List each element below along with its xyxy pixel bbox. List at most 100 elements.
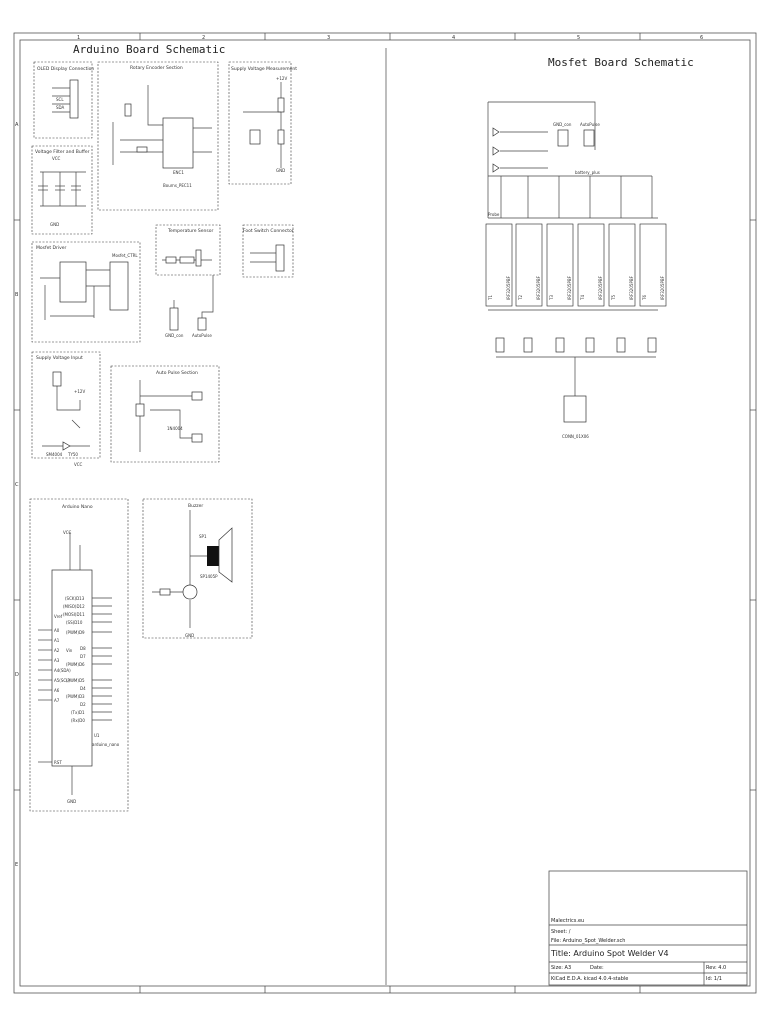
nano-pin-d11: (MOSI)D11 xyxy=(63,612,85,617)
left-gnd-con: GND_con xyxy=(165,333,184,338)
right-board-title: Mosfet Board Schematic xyxy=(548,56,694,69)
nano-pin-d13: (SCK)D13 xyxy=(65,596,85,601)
left-connectors: GND_con AutoPulse xyxy=(165,275,214,338)
nano-pin-a0: A0 xyxy=(54,628,60,633)
supply-input-12v: +12V xyxy=(74,389,85,394)
temperature-section: Temperature Sensor xyxy=(155,224,221,276)
mosfet-t6: T6 IRF3205PBF xyxy=(639,176,667,353)
mosfet-t5: T5 IRF3205PBF xyxy=(608,176,636,353)
nano-pin-a2: A2 xyxy=(54,648,60,653)
row-ticks: A B C D E xyxy=(14,122,756,868)
nano-pin-d6: (PWM)D6 xyxy=(66,662,85,667)
col-tick-4: 4 xyxy=(452,35,455,41)
title-block-kicad: KiCad E.D.A. kicad 4.0.4-stable xyxy=(551,976,628,982)
nano-title: Arduino Nano xyxy=(62,504,93,510)
foot-switch-section: Foot Switch Connector xyxy=(242,224,294,278)
conn-ctrl-label: CONN_01X06 xyxy=(562,434,589,439)
mosfet-t3-part: IRF3205PBF xyxy=(567,275,572,300)
encoder-ref: ENC1 xyxy=(173,170,184,175)
buzzer-title: Buzzer xyxy=(188,503,203,509)
mosfet-driver-title: Mosfet Driver xyxy=(36,245,67,251)
mosfet-t1-ref: T1 xyxy=(488,295,493,301)
mosfet-t1: T1 IRF3205PBF xyxy=(485,176,513,353)
nano-pin-a1: A1 xyxy=(54,638,60,643)
filter-vcc: VCC xyxy=(52,156,61,161)
mosfet-t6-part: IRF3205PBF xyxy=(660,275,665,300)
right-gnd-con: GND_con xyxy=(553,122,572,127)
auto-pulse-diode: 1N4004 xyxy=(167,426,183,431)
nano-left-pins: A0 A1 A2 A3 A4(SDA) A5(SCL) A6 A7 RST xyxy=(38,628,71,765)
temp-title: Temperature Sensor xyxy=(167,228,214,234)
row-tick-c: C xyxy=(15,482,19,488)
nano-pin-a7: A7 xyxy=(54,698,60,703)
nano-pin-d3: (PWM)D3 xyxy=(66,694,85,699)
supply-input-section: Supply Voltage Input +12V SM4004 TY50 VC… xyxy=(31,351,101,467)
column-ticks-bottom xyxy=(139,986,641,993)
nano-pin-d2: D2 xyxy=(80,702,86,707)
mosfet-ctrl-label: Mosfet_CTRL xyxy=(112,253,138,258)
col-tick-3: 3 xyxy=(327,35,330,41)
title-block-company: Malectrics.eu xyxy=(551,918,584,924)
battery-plus-label: battery_plus xyxy=(575,170,600,175)
column-ticks-top: 1 2 3 4 5 6 xyxy=(77,33,703,41)
mosfet-t5-part: IRF3205PBF xyxy=(629,275,634,300)
nano-pin-d1: (Tx)D1 xyxy=(71,710,85,715)
nano-vin: Vin xyxy=(66,648,73,653)
svg-text:SDA: SDA xyxy=(56,105,65,110)
col-tick-2: 2 xyxy=(202,35,205,41)
row-tick-d: D xyxy=(15,672,19,678)
nano-vcc: VCC xyxy=(63,530,72,535)
mosfet-t6-ref: T6 xyxy=(642,295,647,301)
mosfet-t3: T3 IRF3205PBF xyxy=(546,176,574,353)
rotary-section: Rotary Encoder Section ENC1 Bourns_PEC11 xyxy=(97,61,219,211)
supply-meas-title: Supply Voltage Measurement xyxy=(231,66,297,72)
mosfet-t4-ref: T4 xyxy=(580,295,585,301)
mosfet-t2-ref: T2 xyxy=(518,295,523,301)
nano-vref: Vref xyxy=(54,614,63,619)
mosfet-t3-ref: T3 xyxy=(549,295,554,301)
nano-pin-a6: A6 xyxy=(54,688,60,693)
title-block-file: File: Arduino_Spot_Welder.sch xyxy=(551,938,625,944)
title-block-title: Title: Arduino Spot Welder V4 xyxy=(550,949,669,958)
title-block-sheet: Sheet: / xyxy=(551,929,571,935)
foot-title: Foot Switch Connector xyxy=(243,228,294,234)
title-block-id: Id: 1/1 xyxy=(706,976,722,982)
mosfet-board: GND_con AutoPulse battery_plus Probe T1 … xyxy=(485,101,667,439)
mosfet-t5-ref: T5 xyxy=(611,295,616,301)
oled-title: OLED Display Connection xyxy=(37,66,94,72)
buzzer-body xyxy=(207,546,219,566)
nano-ref: U1 xyxy=(94,733,100,738)
mosfet-driver-section: Mosfet Driver Mosfet_CTRL xyxy=(31,241,141,343)
probe-label: Probe xyxy=(488,212,500,217)
nano-pin-a5: A5(SCL) xyxy=(54,678,70,683)
supply-input-reg: TY50 xyxy=(67,452,78,457)
buzzer-gnd: GND xyxy=(185,633,194,638)
col-tick-1: 1 xyxy=(77,35,80,41)
row-tick-e: E xyxy=(15,862,18,868)
nano-pin-d10: (SS)D10 xyxy=(66,620,83,625)
supply-meas-12v: +12V xyxy=(276,76,287,81)
row-tick-a: A xyxy=(15,122,19,128)
nano-part: arduino_nano xyxy=(92,742,120,747)
row-tick-b: B xyxy=(15,292,19,298)
title-block-size: Size: A3 xyxy=(551,965,571,971)
encoder-part: Bourns_PEC11 xyxy=(163,183,192,188)
mosfet-t2-part: IRF3205PBF xyxy=(536,275,541,300)
filter-section: Voltage Filter and Buffer VCC GND xyxy=(31,145,93,235)
arduino-nano-section: Arduino Nano VCC A0 A1 A2 A3 A4(SDA) A5(… xyxy=(29,498,129,812)
rotary-title: Rotary Encoder Section xyxy=(130,65,183,71)
outer-frame xyxy=(13,32,757,994)
filter-gnd: GND xyxy=(50,222,59,227)
nano-pin-a3: A3 xyxy=(54,658,60,663)
auto-pulse-section: Auto Pulse Section 1N4004 xyxy=(110,365,220,463)
mosfet-t4-part: IRF3205PBF xyxy=(598,275,603,300)
title-block: Malectrics.eu Sheet: / File: Arduino_Spo… xyxy=(548,870,748,986)
mosfet-t1-part: IRF3205PBF xyxy=(506,275,511,300)
mosfet-t4: T4 IRF3205PBF xyxy=(577,176,605,353)
nano-right-pins: (Rx)D0 (Tx)D1 D2 (PWM)D3 D4 (PWM)D5 (PWM… xyxy=(63,596,112,723)
right-autopulse: AutoPulse xyxy=(580,122,600,127)
buzzer-ref: SP1 xyxy=(199,534,207,539)
supply-measurement-section: Supply Voltage Measurement +12V GND xyxy=(228,61,297,185)
